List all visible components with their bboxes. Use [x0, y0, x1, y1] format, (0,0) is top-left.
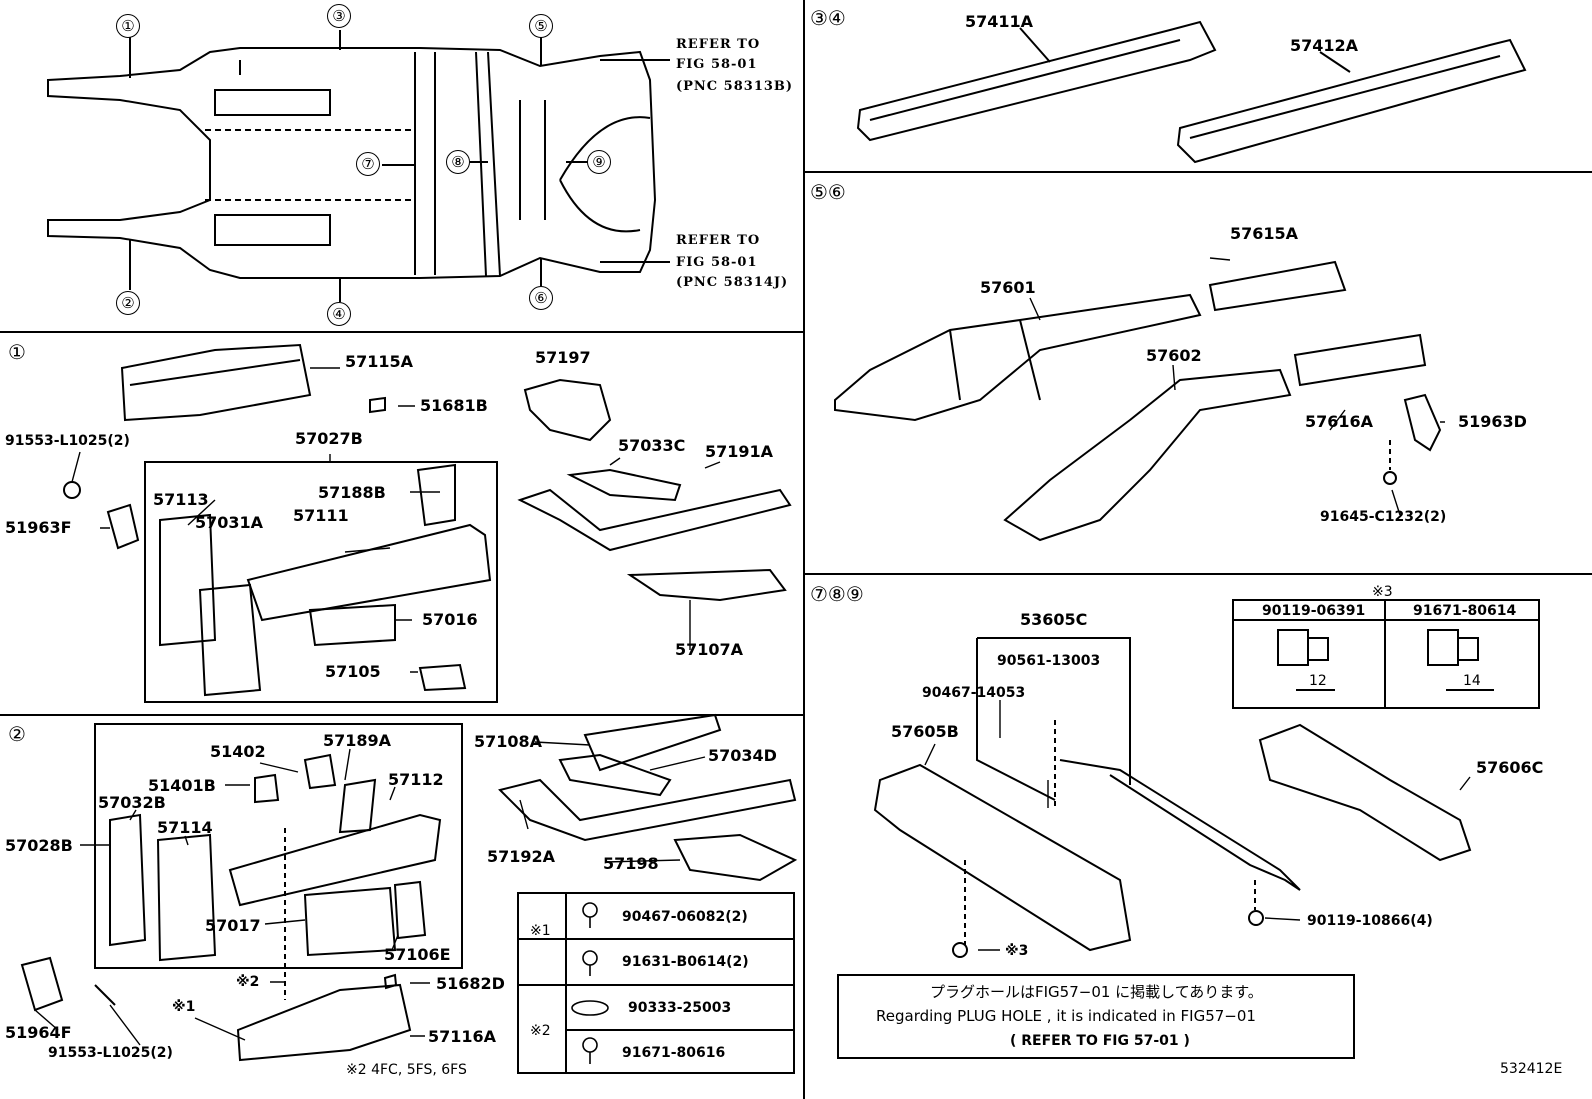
part-91553-L1025-b: 91553-L1025(2): [48, 1045, 173, 1061]
callout-7: ⑦: [356, 152, 380, 176]
refer-top-3: (PNC 58313B): [676, 79, 794, 94]
part-57116A: 57116A: [428, 1027, 497, 1046]
part-57616A: 57616A: [1305, 412, 1374, 431]
part-91553-L1025-a: 91553-L1025(2): [5, 433, 130, 449]
part-57028B: 57028B: [5, 836, 73, 855]
part-57411A: 57411A: [965, 12, 1034, 31]
part-57106E: 57106E: [384, 945, 451, 964]
part-star2: ※2: [236, 974, 260, 990]
note-english: Regarding PLUG HOLE , it is indicated in…: [876, 1007, 1256, 1025]
callout-8: ⑧: [446, 150, 470, 174]
fastener-91631-B0614: 91631-B0614(2): [622, 954, 749, 970]
part-57188B: 57188B: [318, 483, 386, 502]
fastener-group-1-mark: ※1: [530, 923, 551, 939]
part-star3: ※3: [1005, 943, 1029, 959]
part-57115A: 57115A: [345, 352, 414, 371]
part-51401B: 51401B: [148, 776, 216, 795]
part-57108A: 57108A: [474, 732, 543, 751]
refer-top-1: REFER TO: [676, 37, 761, 52]
kit-dim-12: 12: [1309, 673, 1327, 689]
part-53605C: 53605C: [1020, 610, 1088, 629]
diagram-code: 532412E: [1500, 1061, 1563, 1077]
kit-dim-14: 14: [1463, 673, 1481, 689]
part-57113: 57113: [153, 490, 209, 509]
part-57032B: 57032B: [98, 793, 166, 812]
refer-top-2: FIG 58-01: [676, 57, 758, 72]
note-reference: ( REFER TO FIG 57-01 ): [1010, 1033, 1190, 1049]
part-star1: ※1: [172, 999, 196, 1015]
fastener-90467-06082: 90467-06082(2): [622, 909, 748, 925]
part-57107A: 57107A: [675, 640, 744, 659]
vertical-divider: [803, 0, 805, 1099]
part-51402: 51402: [210, 742, 266, 761]
section-3-4-header: ③④: [810, 6, 846, 30]
part-57189A: 57189A: [323, 731, 392, 750]
part-57601: 57601: [980, 278, 1036, 297]
kit-col-90119-06391: 90119-06391: [1262, 603, 1366, 619]
divider-top-left: [0, 331, 804, 333]
part-57105: 57105: [325, 662, 381, 681]
section-2-header: ②: [8, 722, 26, 746]
part-91645-C1232: 91645-C1232(2): [1320, 509, 1447, 525]
divider-mid-right: [804, 573, 1592, 575]
part-57034D: 57034D: [708, 746, 777, 765]
callout-3: ③: [327, 4, 351, 28]
note-japanese: プラグホールはFIG57−01 に掲載してあります。: [930, 983, 1263, 1001]
part-57191A: 57191A: [705, 442, 774, 461]
callout-6: ⑥: [529, 286, 553, 310]
part-51681B: 51681B: [420, 396, 488, 415]
part-51964F: 51964F: [5, 1023, 72, 1042]
refer-bottom-3: (PNC 58314J): [676, 275, 789, 290]
refer-bottom-1: REFER TO: [676, 233, 761, 248]
part-51963F: 51963F: [5, 518, 72, 537]
divider-mid-left: [0, 714, 804, 716]
section-1-header: ①: [8, 340, 26, 364]
part-90467-14053: 90467-14053: [922, 685, 1026, 701]
part-57114: 57114: [157, 818, 213, 837]
callout-9: ⑨: [587, 150, 611, 174]
callout-2: ②: [116, 291, 140, 315]
part-57412A: 57412A: [1290, 36, 1359, 55]
part-57602: 57602: [1146, 346, 1202, 365]
part-57192A: 57192A: [487, 847, 556, 866]
part-51963D: 51963D: [1458, 412, 1527, 431]
part-57033C: 57033C: [618, 436, 686, 455]
fastener-group-2-mark: ※2: [530, 1023, 551, 1039]
part-57197: 57197: [535, 348, 591, 367]
callout-1: ①: [116, 14, 140, 38]
section-5-6-header: ⑤⑥: [810, 180, 846, 204]
part-57016: 57016: [422, 610, 478, 629]
part-57605B: 57605B: [891, 722, 959, 741]
callout-5: ⑤: [529, 14, 553, 38]
callout-4: ④: [327, 302, 351, 326]
section-7-8-9-header: ⑦⑧⑨: [810, 582, 864, 606]
part-57031A: 57031A: [195, 513, 264, 532]
divider-top-right: [804, 171, 1592, 173]
part-57027B: 57027B: [295, 429, 363, 448]
part-57111: 57111: [293, 506, 349, 525]
refer-bottom-2: FIG 58-01: [676, 255, 758, 270]
part-57606C: 57606C: [1476, 758, 1544, 777]
part-51682D: 51682D: [436, 974, 505, 993]
kit-col-91671-80614: 91671-80614: [1413, 603, 1517, 619]
applicability-note: ※2 4FC, 5FS, 6FS: [346, 1062, 467, 1078]
fastener-91671-80616: 91671-80616: [622, 1045, 726, 1061]
fastener-90333-25003: 90333-25003: [628, 1000, 732, 1016]
kit-title: ※3: [1372, 584, 1393, 600]
part-57615A: 57615A: [1230, 224, 1299, 243]
part-57017: 57017: [205, 916, 261, 935]
part-57198: 57198: [603, 854, 659, 873]
part-90561-13003: 90561-13003: [997, 653, 1101, 669]
part-90119-10866: 90119-10866(4): [1307, 913, 1433, 929]
part-57112: 57112: [388, 770, 444, 789]
